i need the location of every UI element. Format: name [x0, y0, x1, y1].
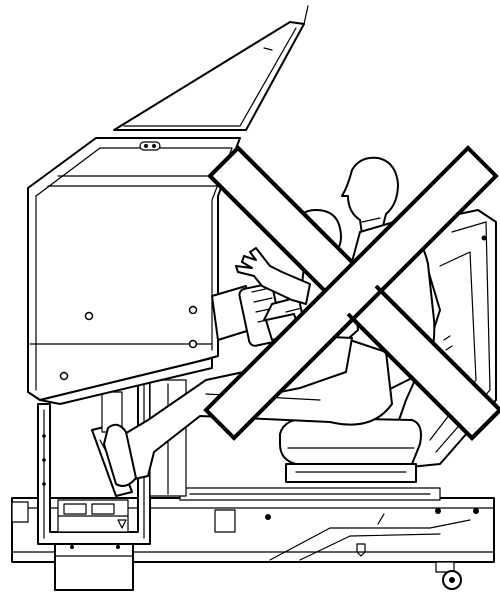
front-step-box — [54, 543, 134, 591]
visor-panel — [113, 5, 309, 131]
seat-platform — [179, 487, 441, 501]
monitor-cabinet — [27, 137, 241, 405]
caster-wheel — [435, 561, 462, 590]
prohibition-x-mark — [203, 145, 500, 441]
